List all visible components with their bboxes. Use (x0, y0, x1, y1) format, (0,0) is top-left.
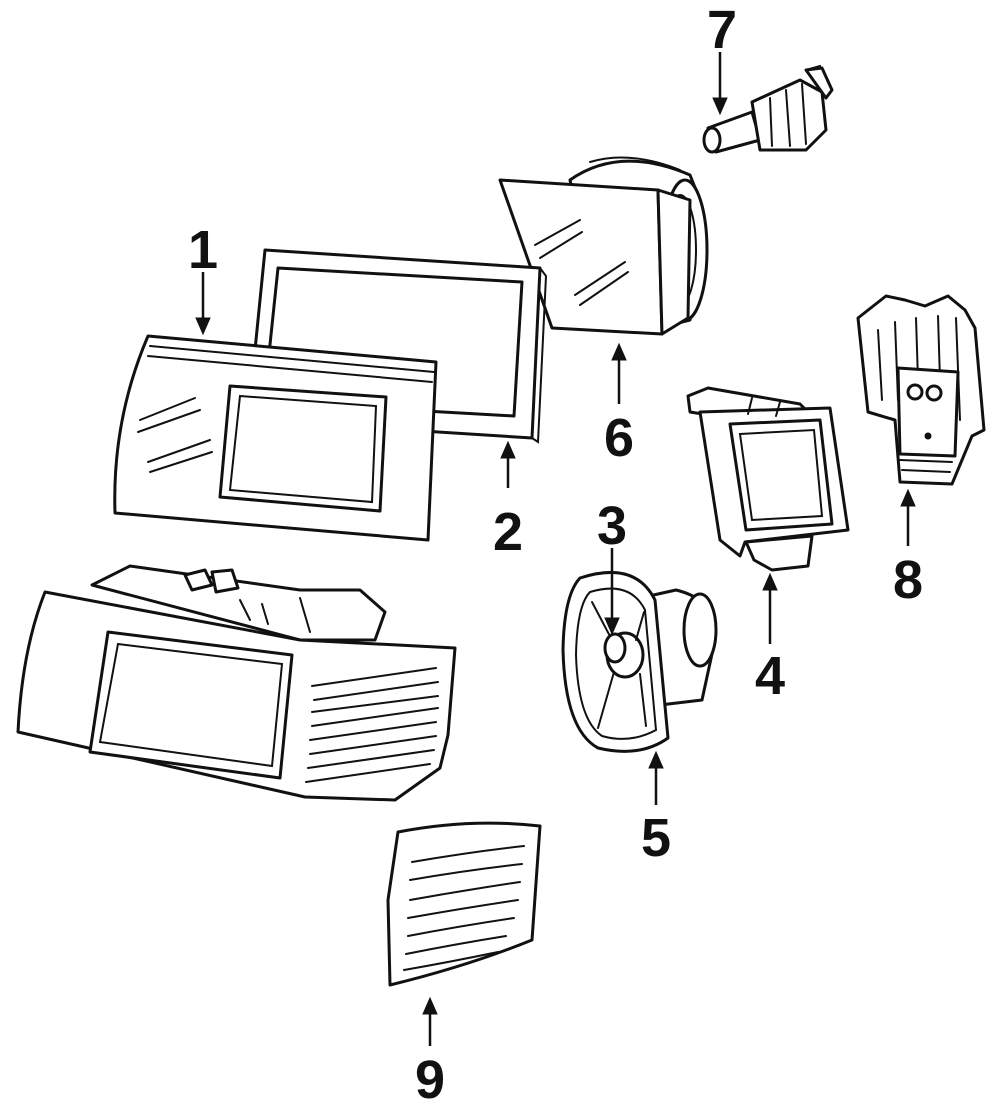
headlamp-housing (16, 564, 457, 802)
callout-4: 4 (755, 646, 785, 706)
arrow-9 (422, 996, 438, 1015)
part-4-parking-lamp (686, 386, 850, 572)
part-7-bulb (702, 64, 834, 154)
callout-leaders (195, 52, 916, 1046)
callout-5: 5 (641, 808, 671, 868)
part-6-lamp-unit (498, 156, 709, 336)
callout-7: 7 (707, 0, 737, 60)
part-5-reflector (561, 570, 718, 753)
arrow-4 (762, 572, 778, 591)
arrow-5 (648, 750, 664, 769)
callout-2: 2 (493, 502, 523, 562)
callout-6: 6 (604, 408, 634, 468)
arrow-8 (900, 488, 916, 507)
part-1-lens (113, 334, 438, 542)
arrow-3 (604, 617, 620, 636)
part-8-bracket (856, 294, 986, 486)
callout-labels: 1 2 3 4 5 6 7 8 9 (188, 0, 923, 1110)
callout-8: 8 (893, 550, 923, 610)
callout-1: 1 (188, 220, 218, 280)
part-9-side-lens (386, 821, 542, 987)
arrow-6 (611, 342, 627, 361)
arrow-2 (500, 440, 516, 459)
callout-9: 9 (415, 1050, 445, 1110)
part-3-socket (603, 632, 627, 664)
callout-3: 3 (597, 496, 627, 556)
arrow-7 (712, 97, 728, 116)
arrow-1 (195, 317, 211, 336)
